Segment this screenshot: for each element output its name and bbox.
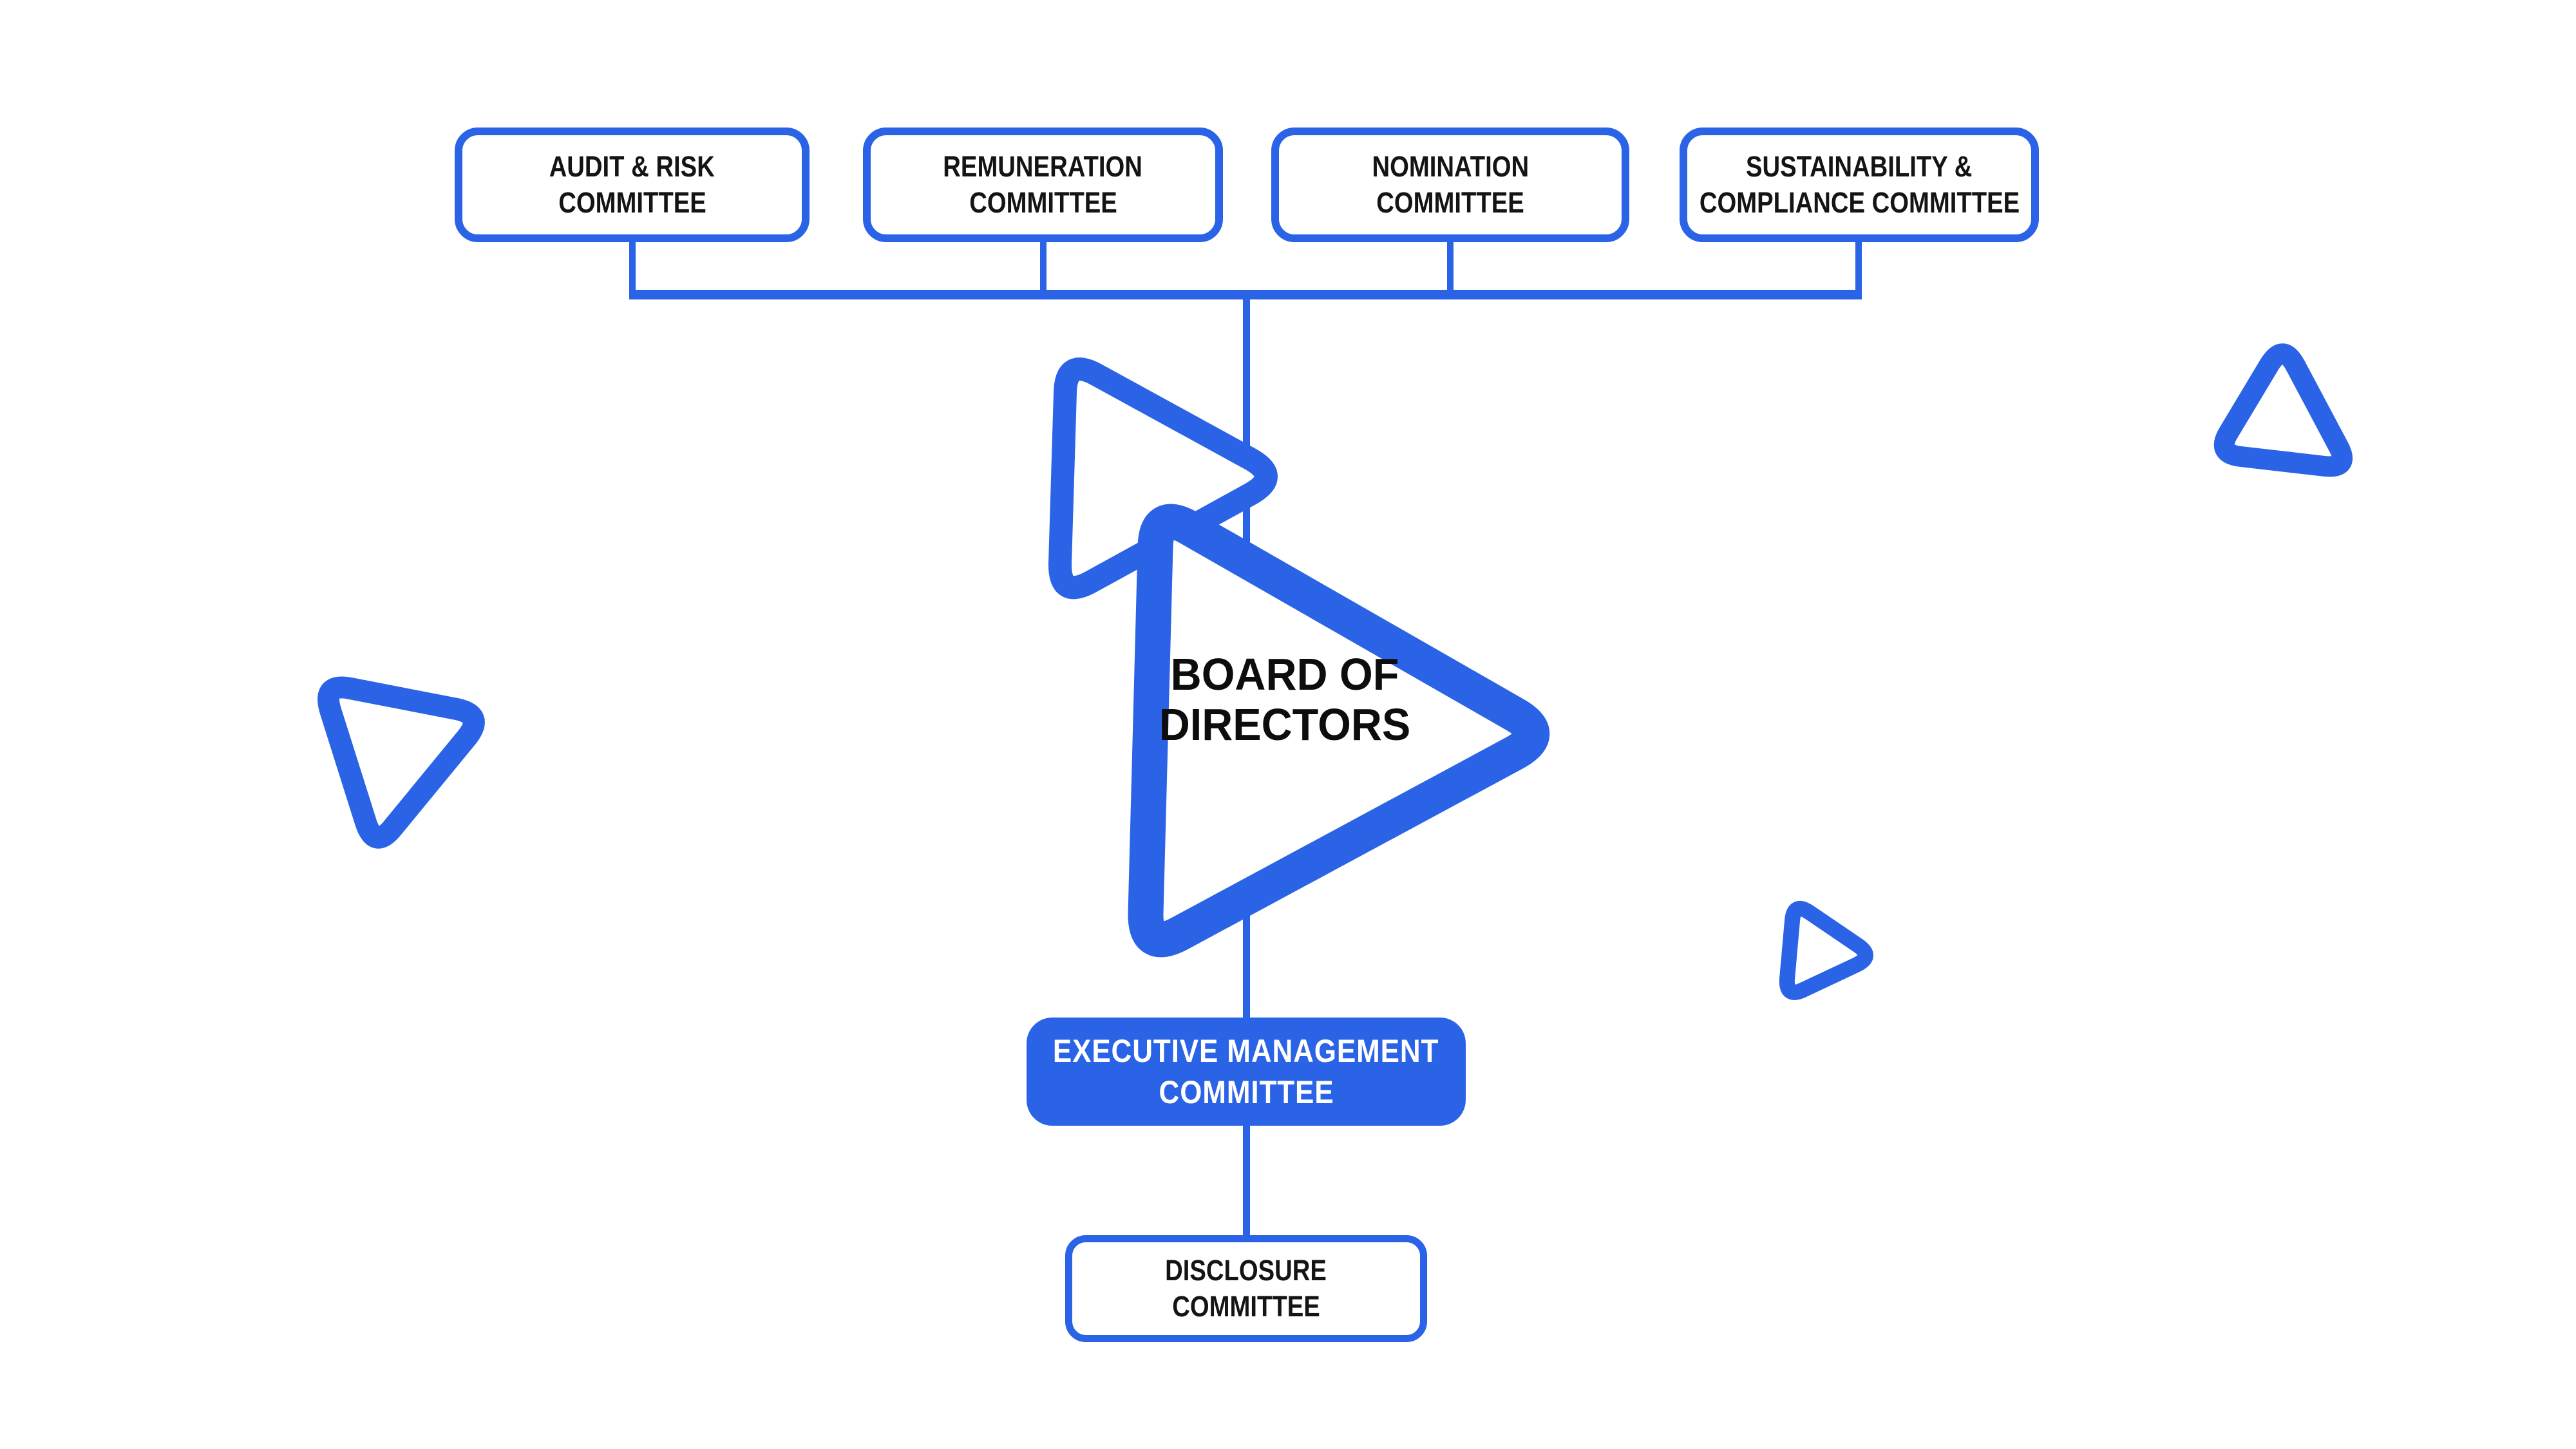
deco-triangle-top-right-icon xyxy=(2213,343,2353,477)
connector-dropline-audit-risk xyxy=(629,232,636,296)
board-label-line: DIRECTORS xyxy=(1159,699,1411,750)
deco-triangle-left-icon xyxy=(317,676,485,849)
committee-label-line: COMMITTEE xyxy=(558,186,706,219)
board-label-line: BOARD OF xyxy=(1170,649,1399,699)
executive-label-line: EXECUTIVE MANAGEMENT xyxy=(1053,1033,1439,1069)
committee-label-line: SUSTAINABILITY & xyxy=(1746,150,1973,183)
committee-label-line: AUDIT & RISK xyxy=(549,150,715,183)
committee-box-sustainability-compliance: SUSTAINABILITY & COMPLIANCE COMMITTEE xyxy=(1680,128,2039,242)
committee-box-audit-risk: AUDIT & RISK COMMITTEE xyxy=(455,128,810,242)
board-triangle-icon xyxy=(1128,504,1549,958)
connector-dropline-remuneration xyxy=(1040,232,1046,296)
disclosure-committee-box: DISCLOSURE COMMITTEE xyxy=(1065,1235,1427,1342)
committee-label-line: DISCLOSURE xyxy=(1165,1254,1327,1287)
connector-dropline-sustainability xyxy=(1855,232,1862,296)
connector-disclosure-line xyxy=(1243,1121,1250,1243)
connector-bus-line xyxy=(629,290,1862,299)
committee-label-line: COMPLIANCE COMMITTEE xyxy=(1699,186,2020,219)
committee-box-nomination: NOMINATION COMMITTEE xyxy=(1271,128,1629,242)
deco-triangle-small-right-icon xyxy=(1779,900,1873,1000)
board-small-triangle-icon xyxy=(1048,357,1278,600)
committee-label-line: COMMITTEE xyxy=(969,186,1117,219)
committee-label-line: REMUNERATION xyxy=(943,150,1143,183)
executive-label-line: COMMITTEE xyxy=(1159,1074,1334,1110)
executive-management-committee-box: EXECUTIVE MANAGEMENT COMMITTEE xyxy=(1027,1018,1466,1126)
committee-box-remuneration: REMUNERATION COMMITTEE xyxy=(863,128,1223,242)
connector-dropline-nomination xyxy=(1447,232,1454,296)
committee-label-line: COMMITTEE xyxy=(1172,1290,1320,1323)
committee-label-line: NOMINATION xyxy=(1372,150,1529,183)
committee-label-line: COMMITTEE xyxy=(1376,186,1524,219)
board-of-directors-label: BOARD OF DIRECTORS xyxy=(1092,649,1478,750)
